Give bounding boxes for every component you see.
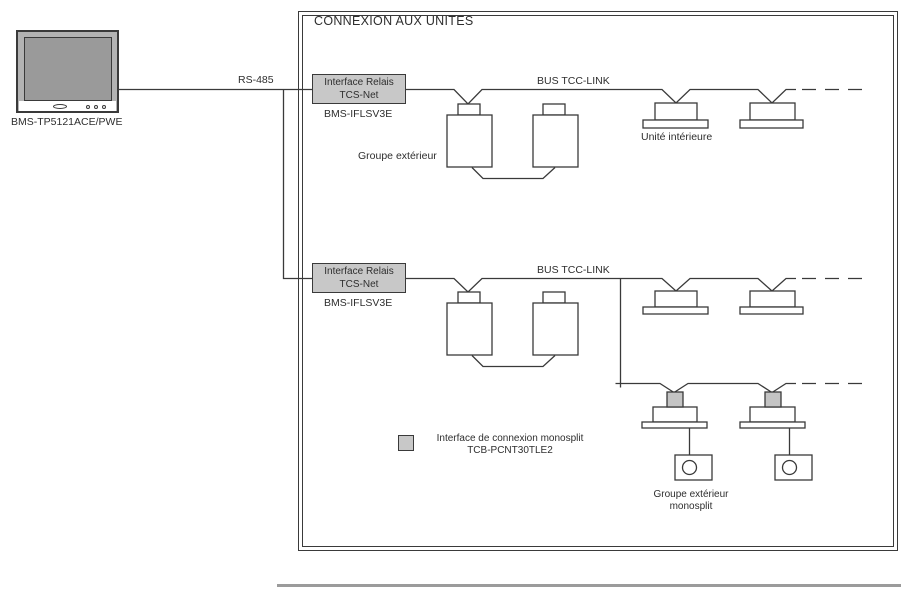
interface-model-label-row2: BMS-IFLSV3E <box>324 297 393 309</box>
legend-model: TCB-PCNT30TLE2 <box>467 444 553 456</box>
monitor-screen <box>24 37 112 101</box>
indoor-unit-label: Unité intérieure <box>641 131 713 143</box>
monitor-led-icon <box>94 105 98 109</box>
interface-relay-name-line1: Interface Relais <box>324 266 394 277</box>
interface-relay-name-line2: TCS-Net <box>339 278 379 290</box>
diagram-title: CONNEXION AUX UNITES <box>314 14 474 28</box>
monosplit-group-label-line2: monosplit <box>669 500 713 512</box>
monitor-bezel-strip <box>19 101 116 111</box>
rs485-wiring <box>119 88 312 280</box>
computer-model-label: BMS-TP5121ACE/PWE <box>11 116 123 128</box>
monosplit-group-label-line1: Groupe extérieur <box>653 489 729 500</box>
bus-tcc-link-label-row1: BUS TCC-LINK <box>537 75 610 87</box>
interface-relay-box-row1: Interface Relais TCS-Net <box>312 74 406 104</box>
outdoor-group-label: Groupe extérieur <box>358 150 437 162</box>
interface-relay-name-line1: Interface Relais <box>324 77 394 88</box>
enclosure-outer-frame <box>298 11 898 551</box>
legend-text-line1: Interface de connexion monosplit <box>436 433 584 444</box>
monitor-led-icon <box>86 105 90 109</box>
legend-text: Interface de connexion monosplit TCB-PCN… <box>426 433 594 456</box>
interface-relay-box-row2: Interface Relais TCS-Net <box>312 263 406 293</box>
monosplit-group-label: Groupe extérieur monosplit <box>643 489 739 512</box>
enclosure-inner-frame <box>302 15 894 547</box>
interface-model-label-row1: BMS-IFLSV3E <box>324 108 393 120</box>
bus-tcc-link-label-row2: BUS TCC-LINK <box>537 264 610 276</box>
monitor-led-icon <box>102 105 106 109</box>
interface-relay-name-line2: TCS-Net <box>339 89 379 101</box>
legend-monosplit-square <box>398 435 414 451</box>
monitor-button-icon <box>53 104 67 109</box>
rs485-label: RS-485 <box>238 74 274 86</box>
bottom-rule <box>277 584 901 587</box>
